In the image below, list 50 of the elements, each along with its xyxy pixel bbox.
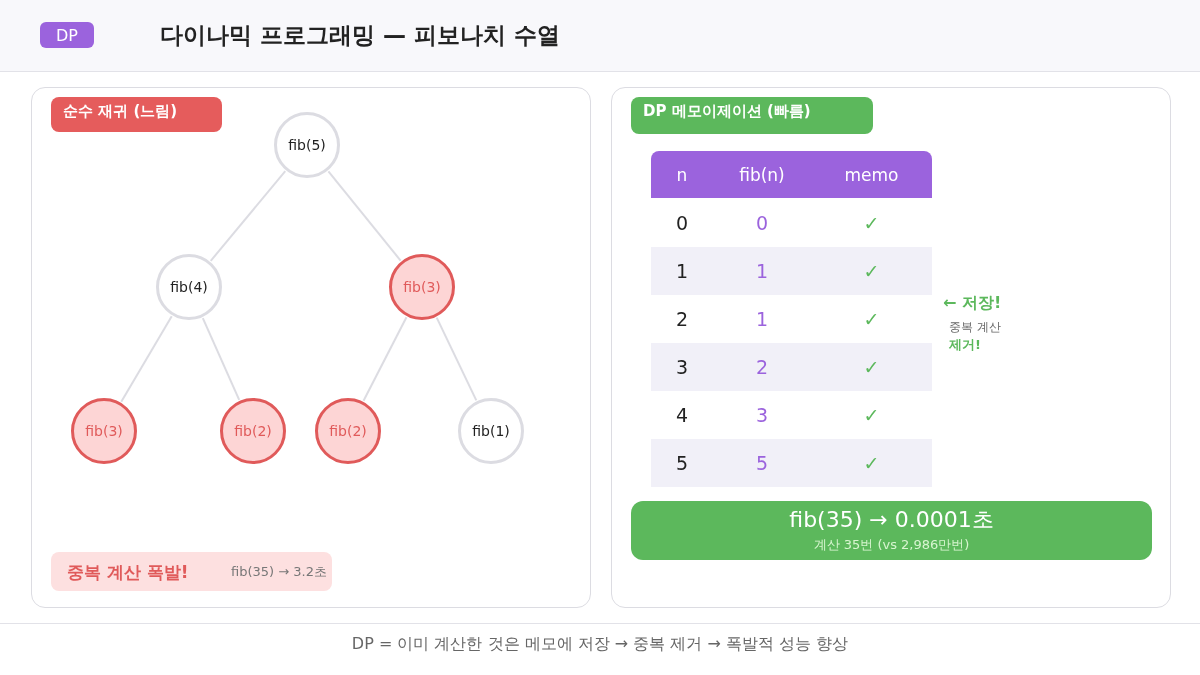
table-value: 3 [754,403,770,428]
result-banner [631,501,1152,560]
call-circle: fib(5) [274,112,340,178]
panel-card [611,87,1171,608]
section-heading: DP 메모이제이션 (빠름) [631,97,873,134]
repeated-call-circle: fib(3) [389,254,455,320]
check-mark: ✓ [862,355,881,380]
tree-line [327,170,402,262]
table-value: 0 [754,211,770,236]
check-mark: ✓ [862,211,881,236]
tree-line [209,170,287,262]
repeated-call-circle: fib(2) [220,398,286,464]
tag-badge: DP [40,22,94,48]
table-value: 0 [674,211,690,236]
table-value: 1 [674,259,690,284]
table-value: 1 [754,307,770,332]
table-value: 1 [754,259,770,284]
column-header: fib(n) [738,163,786,187]
check-mark: ✓ [862,259,881,284]
repeated-call-circle: fib(3) [71,398,137,464]
check-mark: ✓ [862,451,881,476]
call-circle: fib(4) [156,254,222,320]
save-note: ← 저장! [943,293,1002,314]
table-value: 2 [674,307,690,332]
warning-text: 중복 계산 폭발! [67,561,189,584]
table-value: 5 [674,451,690,476]
warning-banner [51,552,332,591]
result-text: fib(35) → 0.0001초 [788,506,995,534]
panel-card [31,87,591,608]
result-note: 계산 35번 (vs 2,986만번) [812,536,971,554]
column-header: n [675,163,689,187]
tree-line [435,316,478,402]
title: 다이나믹 프로그래밍 — 피보나치 수열 [160,21,561,50]
repeated-call-circle: fib(2) [315,398,381,464]
check-mark: ✓ [862,307,881,332]
section-heading: 순수 재귀 (느림) [51,97,222,132]
tree-line [120,315,173,403]
caption: DP = 이미 계산한 것은 메모에 저장 → 중복 제거 → 폭발적 성능 향상 [350,634,850,655]
check-mark: ✓ [862,403,881,428]
table-value: 2 [754,355,770,380]
table-value: 5 [754,451,770,476]
call-circle: fib(1) [458,398,524,464]
tree-line [362,316,408,402]
column-header: memo [843,163,900,187]
table-value: 3 [674,355,690,380]
table-value: 4 [674,403,690,428]
timing-note: fib(35) → 3.2초 [231,563,327,581]
tree-line [201,317,241,401]
side-note: 중복 계산 [949,319,1001,336]
side-note: 제거! [949,336,981,354]
